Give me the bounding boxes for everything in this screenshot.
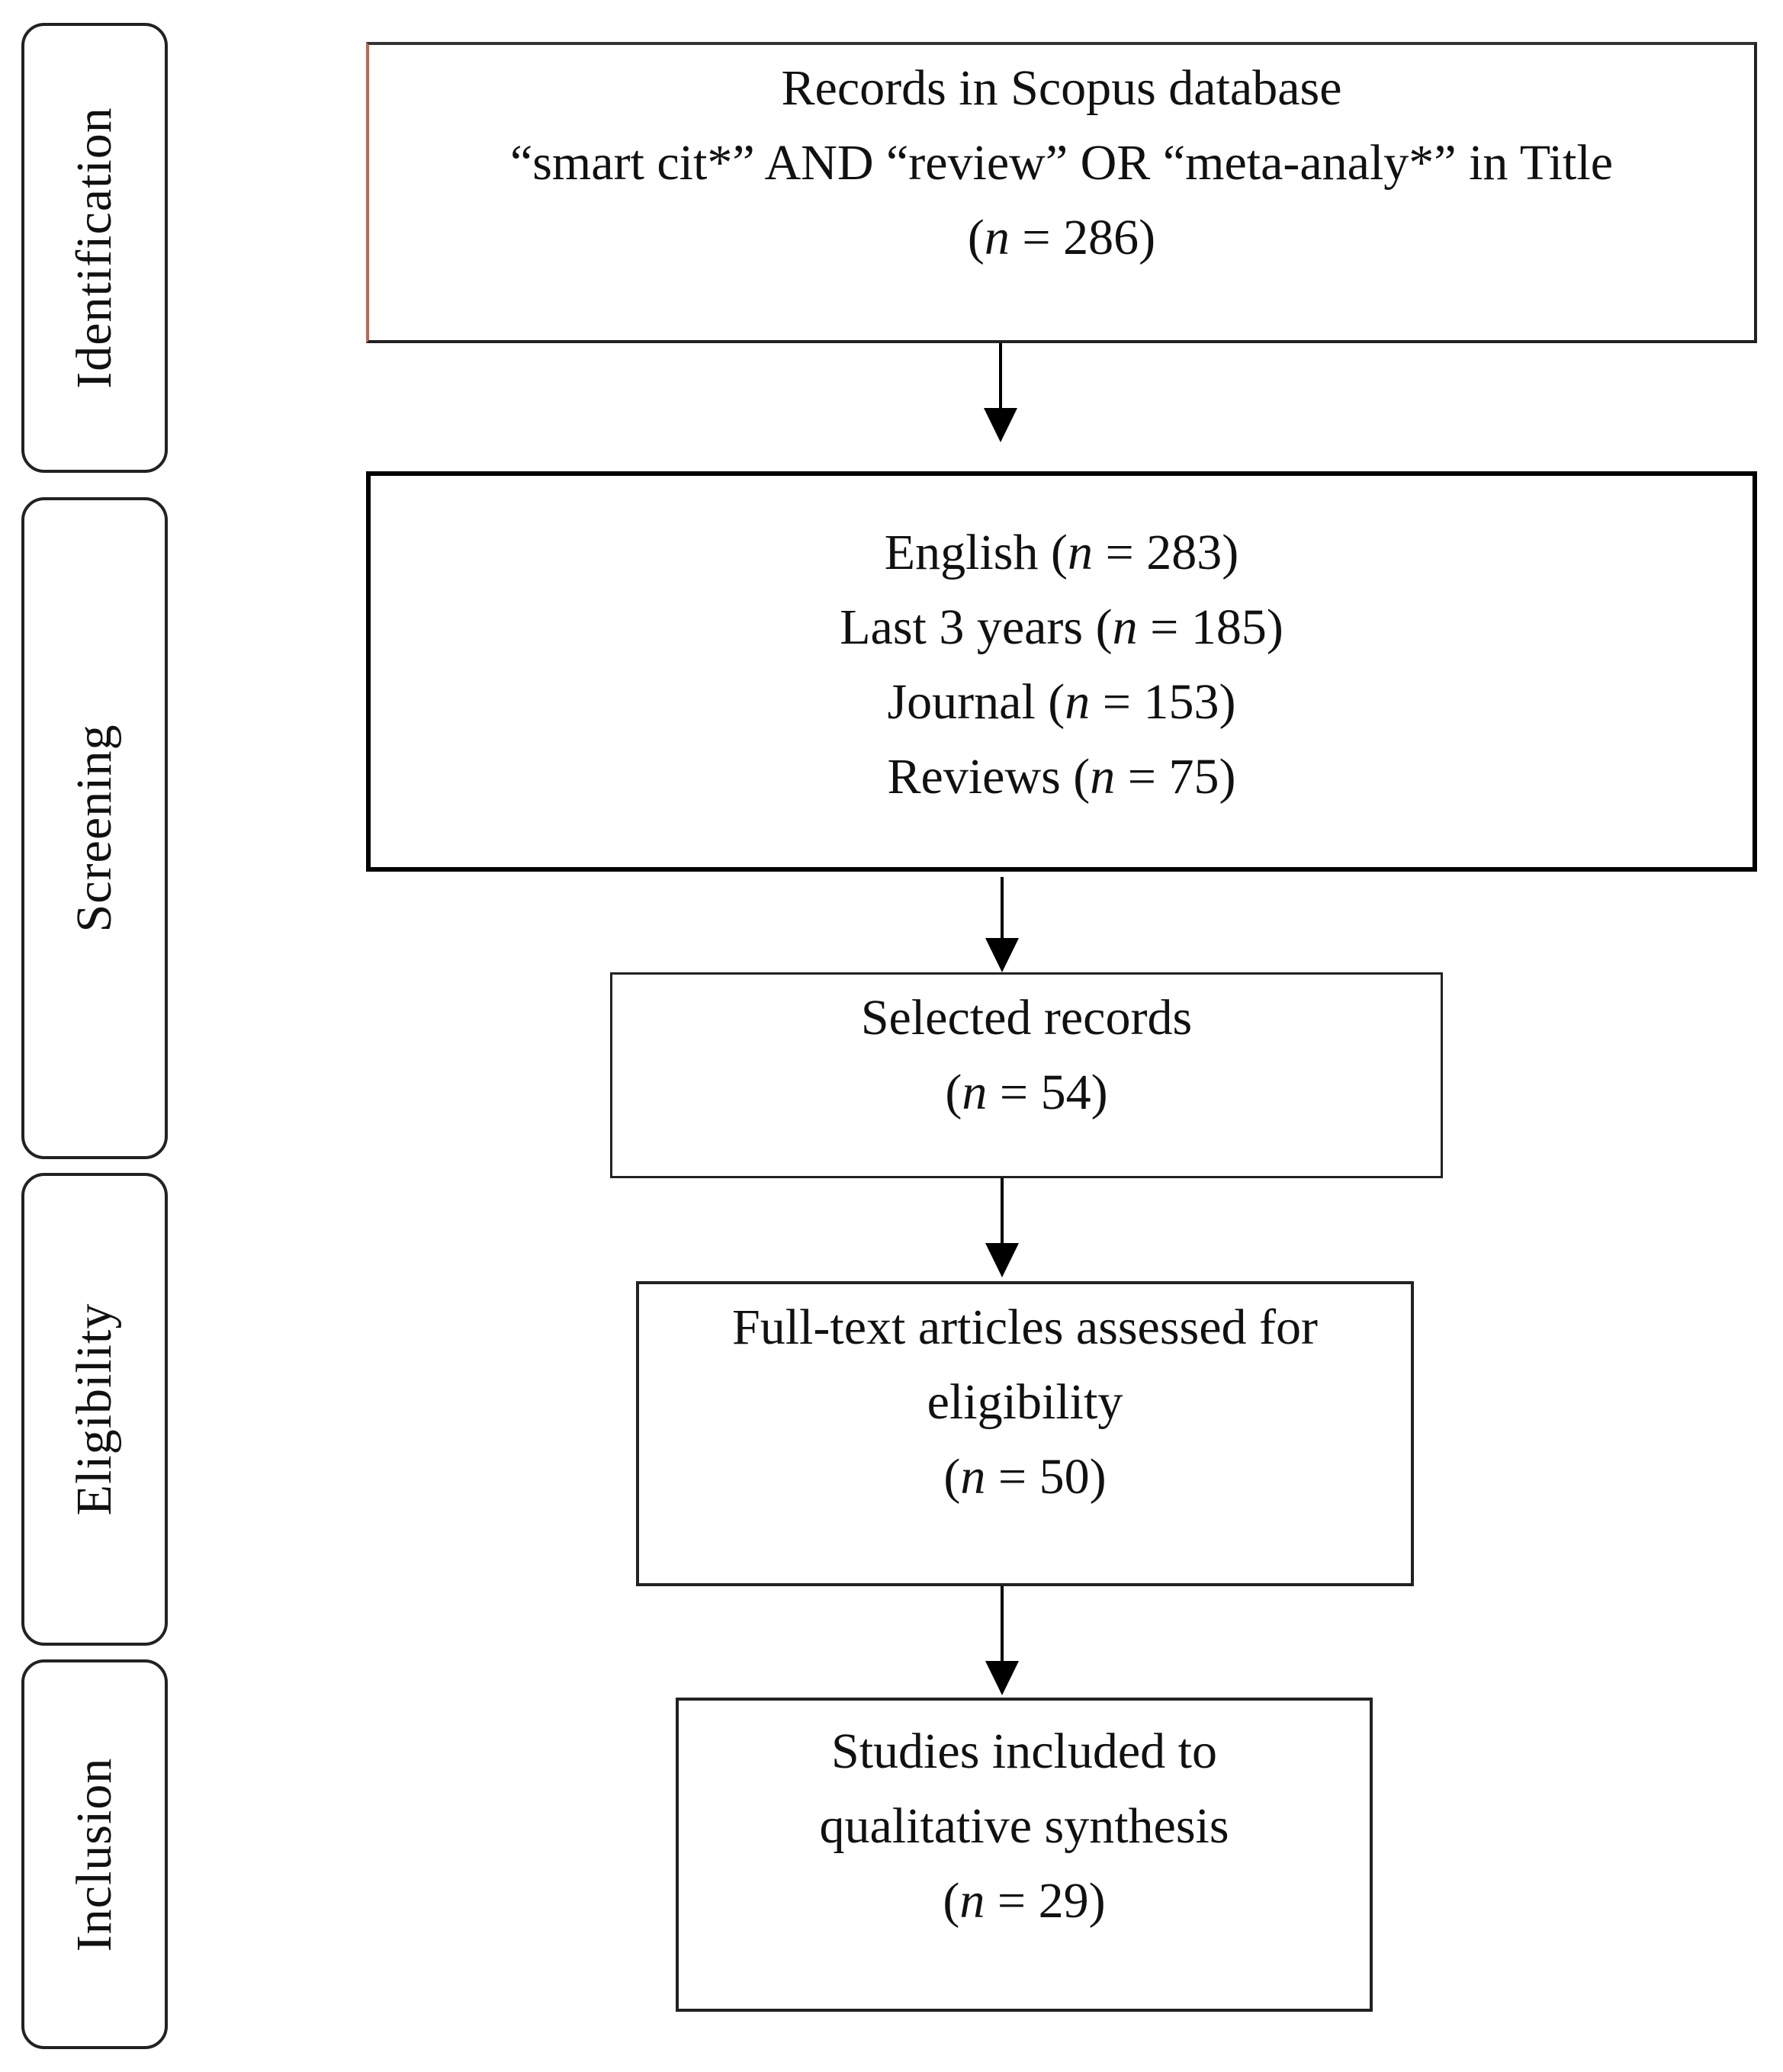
filter-item: English (n = 283)	[884, 525, 1239, 580]
eligibility-box: Full-text articles assessed for eligibil…	[636, 1281, 1414, 1586]
filter-item: Last 3 years (n = 185)	[840, 599, 1283, 655]
box-text: Selected records	[860, 990, 1193, 1046]
box-text: Studies included to	[831, 1723, 1217, 1779]
filter-item: Journal (n = 153)	[887, 674, 1236, 730]
identification-box: Records in Scopus database “smart cit*” …	[366, 42, 1757, 343]
box-text: Full-text articles assessed for	[732, 1299, 1318, 1355]
stage-label: Screening	[66, 724, 122, 933]
stage-eligibility: Eligibility	[21, 1173, 168, 1646]
arrowhead-icon	[985, 1243, 1019, 1277]
stage-label: Identification	[66, 107, 122, 389]
record-count: (n = 54)	[945, 1065, 1108, 1120]
arrowhead-icon	[984, 408, 1017, 442]
box-text: Records in Scopus database	[781, 60, 1342, 116]
screening-box: English (n = 283) Last 3 years (n = 185)…	[366, 471, 1757, 872]
stage-identification: Identification	[21, 23, 168, 473]
record-count: (n = 29)	[943, 1873, 1106, 1929]
stage-inclusion: Inclusion	[21, 1659, 168, 2049]
stage-label: Inclusion	[66, 1757, 122, 1952]
arrowhead-icon	[985, 938, 1019, 972]
record-count: (n = 50)	[943, 1449, 1107, 1505]
stage-label: Eligibility	[66, 1303, 122, 1516]
selected-records-box: Selected records (n = 54)	[610, 972, 1443, 1178]
inclusion-box: Studies included to qualitative synthesi…	[676, 1698, 1373, 2012]
filter-item: Reviews (n = 75)	[887, 749, 1236, 805]
arrowhead-icon	[985, 1661, 1019, 1695]
stage-screening: Screening	[21, 497, 168, 1159]
box-text: qualitative synthesis	[819, 1798, 1229, 1854]
record-count: (n = 286)	[967, 210, 1156, 265]
search-query: “smart cit*” AND “review” OR “meta-analy…	[509, 135, 1614, 191]
box-text: eligibility	[927, 1374, 1123, 1430]
